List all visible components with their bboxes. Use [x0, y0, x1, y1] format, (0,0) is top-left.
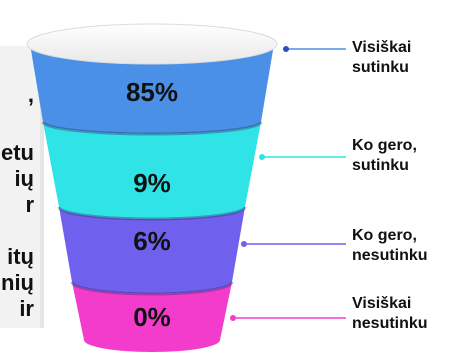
legend-label-visiskai-nesutinku: Visiškai nesutinku	[352, 294, 460, 334]
value-label-ko-gero-sutinku: 9%	[133, 168, 171, 198]
legend-line: nesutinku	[352, 247, 428, 264]
legend-line: nesutinku	[352, 315, 428, 332]
connector-dot-ko-gero-sutinku	[259, 154, 265, 160]
funnel-layer-ko-gero-nesutinku	[59, 207, 245, 294]
legend-line: Ko gero,	[352, 137, 417, 154]
left-text-fragment-2: etu ių r	[1, 140, 34, 217]
left-text-fragment-3: itų nių ir	[1, 244, 34, 321]
left-text-fragment-1: ,	[27, 82, 34, 107]
legend-label-ko-gero-sutinku: Ko gero, sutinku	[352, 136, 460, 176]
connector-dot-ko-gero-nesutinku	[241, 241, 247, 247]
legend-label-visiskai-sutinku: Visiškai sutinku	[352, 38, 460, 78]
funnel-layer-visiskai-sutinku	[30, 44, 274, 134]
funnel-layer-rim	[41, 121, 263, 136]
funnel-layer-visiskai-nesutinku	[72, 282, 232, 352]
legend-line: Visiškai	[352, 39, 412, 56]
left-panel-edge	[40, 46, 44, 328]
connector-dot-visiskai-nesutinku	[230, 315, 236, 321]
funnel-top-rim	[26, 23, 278, 65]
legend-line: sutinku	[352, 157, 409, 174]
funnel-layer-rim	[57, 206, 247, 221]
value-label-ko-gero-nesutinku: 6%	[133, 226, 171, 256]
connector-dot-visiskai-sutinku	[283, 46, 289, 52]
value-label-visiskai-nesutinku: 0%	[133, 302, 171, 332]
funnel-layer-rim	[70, 281, 234, 296]
value-label-visiskai-sutinku: 85%	[126, 77, 178, 107]
left-text-panel	[0, 46, 40, 328]
funnel-layer-ko-gero-sutinku	[43, 122, 261, 219]
legend-line: sutinku	[352, 59, 409, 76]
legend-line: Ko gero,	[352, 227, 417, 244]
legend-label-ko-gero-nesutinku: Ko gero, nesutinku	[352, 226, 460, 266]
legend-line: Visiškai	[352, 295, 412, 312]
